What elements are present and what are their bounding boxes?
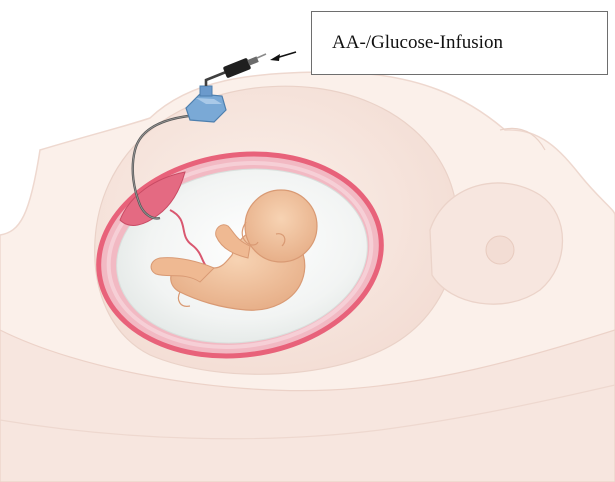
fetus-head bbox=[245, 190, 317, 262]
nipple bbox=[486, 236, 514, 264]
arrow-left-icon bbox=[270, 52, 296, 61]
callout-box: AA-/Glucose-Infusion bbox=[311, 11, 608, 75]
callout-label: AA-/Glucose-Infusion bbox=[312, 32, 503, 54]
